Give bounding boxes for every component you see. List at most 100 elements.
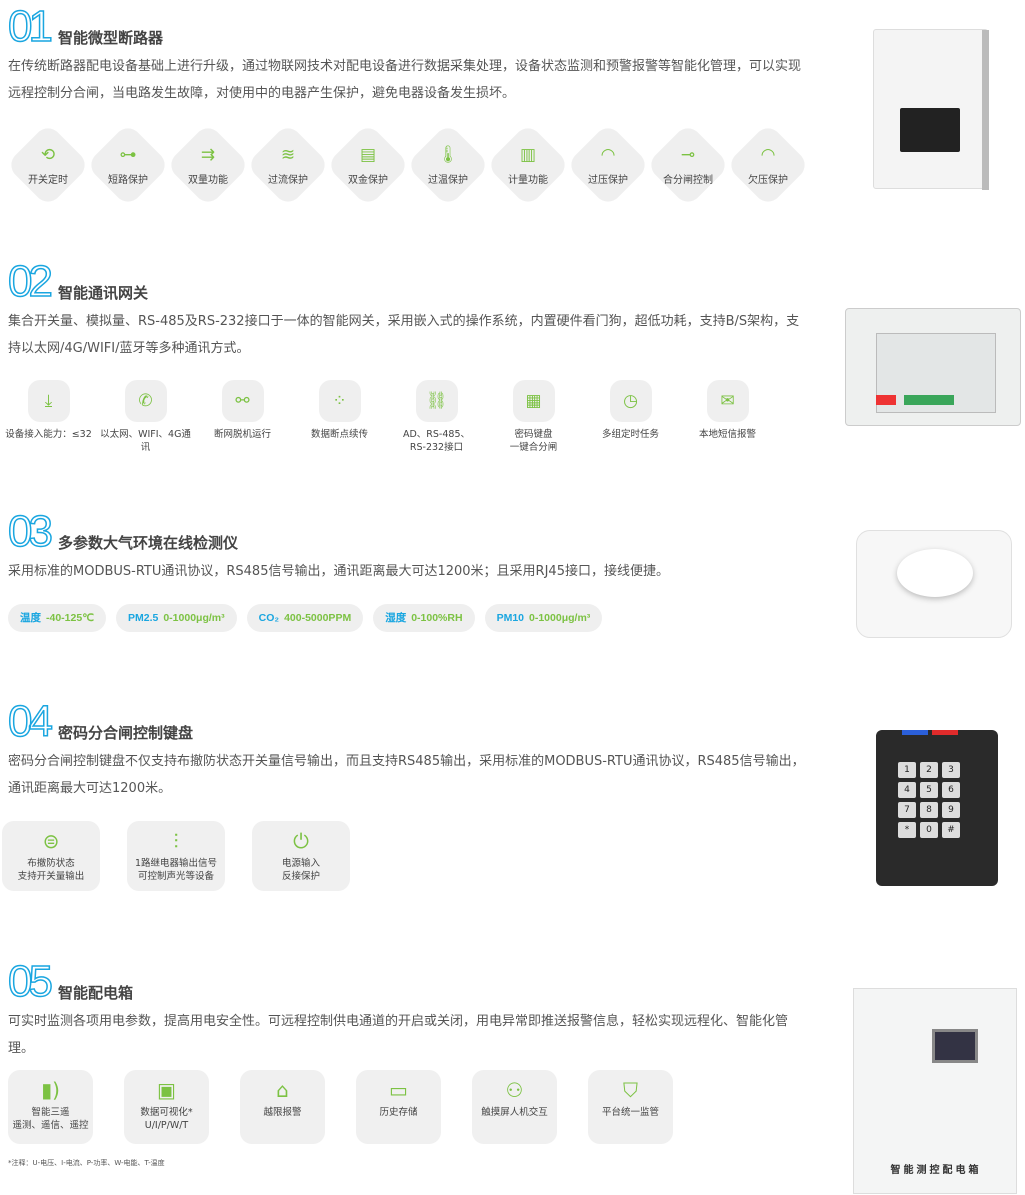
keypad-key: 8 — [920, 802, 938, 818]
envelope-icon: ✉ — [706, 380, 749, 422]
feature-label: 智能三遥 遥测、遥信、遥控 — [12, 1107, 89, 1131]
thermometer-icon: 🌡 — [437, 145, 459, 165]
alarm-light-icon: ⌂ — [276, 1078, 289, 1102]
spec-value: 400-5000PPM — [284, 612, 352, 624]
section-title: 密码分合闸控制键盘 — [58, 724, 194, 742]
feature-label: 双量功能 — [188, 175, 228, 186]
bimetal-icon: ▤ — [359, 145, 377, 165]
feature-label: 电源输入 反接保护 — [281, 858, 320, 882]
bar-chart-icon: ▥ — [519, 145, 537, 165]
keypad-key: 0 — [920, 822, 938, 838]
section-number: 01 — [7, 2, 53, 51]
feature-card: ▣ 数据可视化* U/I/P/W/T — [124, 1070, 209, 1144]
section-distribution-box: 05 智能配电箱 可实时监测各项用电参数，提高用电安全性。可远程控制供电通道的开… — [0, 959, 1025, 1195]
feature-item: ≋ 过流保护 — [248, 135, 328, 195]
section-desc: 采用标准的MODBUS-RTU通讯协议，RS485信号输出，通讯距离最大可达12… — [8, 564, 669, 579]
gauge-icon: ◠ — [600, 145, 616, 165]
feature-label: 布撤防状态 支持开关量输出 — [17, 858, 85, 882]
feature-item: ⤓ 设备接入能力：≤32 — [0, 380, 97, 441]
feature-card: ⚇ 触摸屏人机交互 — [472, 1070, 557, 1144]
feature-label: 触摸屏人机交互 — [481, 1107, 548, 1118]
section-desc: 密码分合闸控制键盘不仅支持布撤防状态开关量信号输出，而且支持RS485输出，采用… — [8, 754, 805, 796]
link-icon: ⛓ — [415, 380, 458, 422]
feature-card: ▮)智能三遥 遥测、遥信、遥控 — [8, 1070, 93, 1144]
sliders-icon: ⫶ — [173, 829, 179, 853]
feature-item: ⛓ AD、RS-485、 RS-232接口 — [388, 380, 485, 454]
feature-card: ⌂ 越限报警 — [240, 1070, 325, 1144]
feature-card: ⛉平台统一监管 — [588, 1070, 673, 1144]
feature-item: ▥ 计量功能 — [488, 135, 568, 195]
feature-item: ⊶ 短路保护 — [88, 135, 168, 195]
dots-line-icon: ⁘ — [318, 380, 361, 422]
feature-item: ✆ 以太网、WIFI、4G通讯 — [97, 380, 194, 454]
feature-item: ▤双金保护 — [328, 135, 408, 195]
feature-label: 过温保护 — [428, 175, 468, 186]
keypad-key: # — [942, 822, 960, 838]
gateway-image — [845, 308, 1021, 426]
keypad-key: 4 — [898, 782, 916, 798]
footnote: *注释：U-电压、I-电流、P-功率、W-电能、T-温度 — [8, 1159, 165, 1167]
feature-label: 合分闸控制 — [663, 175, 713, 186]
feature-item: ⊸ 合分闸控制 — [648, 135, 728, 195]
section-title: 多参数大气环境在线检测仪 — [58, 534, 239, 552]
spec-value: 0-100%RH — [411, 612, 463, 624]
storage-icon: ▭ — [389, 1078, 408, 1102]
feature-card: ▭ 历史存储 — [356, 1070, 441, 1144]
feature-label: 欠压保护 — [748, 175, 788, 186]
feature-item: ⚯断网脱机运行 — [194, 380, 291, 441]
feature-item: 🌡 过温保护 — [408, 135, 488, 195]
feature-label: 1路继电器输出信号 可控制声光等设备 — [134, 858, 218, 882]
breaker-image — [873, 29, 989, 190]
feature-label: AD、RS-485、 RS-232接口 — [402, 429, 470, 453]
feature-label: 过流保护 — [268, 175, 308, 186]
spec-value: 0-1000μg/m³ — [529, 612, 591, 624]
clock-n-icon: ◷ — [609, 380, 652, 422]
feature-item: ✉本地短信报警 — [679, 380, 776, 441]
feature-label: 断网脱机运行 — [213, 429, 271, 440]
feature-label: 开关定时 — [28, 175, 68, 186]
feature-label: 以太网、WIFI、4G通讯 — [100, 429, 191, 453]
feature-label: 平台统一监管 — [601, 1107, 659, 1118]
spec-key: 湿度 — [385, 612, 407, 624]
feature-item: ◠ 欠压保护 — [728, 135, 808, 195]
section-desc: 在传统断路器配电设备基础上进行升级，通过物联网技术对配电设备进行数据采集处理，设… — [8, 59, 802, 101]
keypad-icon: ▦ — [512, 380, 555, 422]
feature-item: ◠ 过压保护 — [568, 135, 648, 195]
overcurrent-wave-icon: ≋ — [280, 145, 296, 165]
section-title: 智能配电箱 — [58, 984, 134, 1002]
feature-item: ▦密码键盘 一键合分闸 — [485, 380, 582, 454]
monitor-chart-icon: ▣ — [157, 1078, 176, 1102]
keypad-key: * — [898, 822, 916, 838]
feature-label: 过压保护 — [588, 175, 628, 186]
feature-label: 越限报警 — [263, 1107, 302, 1118]
users-icon: ⚇ — [505, 1078, 524, 1102]
feature-label: 数据可视化* U/I/P/W/T — [140, 1107, 193, 1131]
short-circuit-icon: ⊶ — [119, 145, 137, 165]
feature-item: ⁘数据断点续传 — [291, 380, 388, 441]
section-desc: 可实时监测各项用电参数，提高用电安全性。可远程控制供电通道的开启或关闭，用电异常… — [8, 1014, 789, 1056]
section-number: 02 — [7, 257, 53, 306]
switch-icon: ⊸ — [680, 145, 696, 165]
section-number: 03 — [7, 507, 53, 556]
spec-value: 0-1000μg/m³ — [163, 612, 225, 624]
dual-arrow-icon: ⇉ — [200, 145, 216, 165]
keypad-key: 9 — [942, 802, 960, 818]
feature-label: 设备接入能力：≤32 — [5, 429, 92, 440]
power-plug-icon: ⏻ — [293, 829, 309, 853]
feature-item: ⟲开关定时 — [8, 135, 88, 195]
section-desc: 集合开关量、模拟量、RS-485及RS-232接口于一体的智能网关，采用嵌入式的… — [8, 314, 800, 356]
feature-label: 短路保护 — [108, 175, 148, 186]
feature-label: 历史存储 — [379, 1107, 418, 1118]
phone-icon: ✆ — [124, 380, 167, 422]
keypad-key: 6 — [942, 782, 960, 798]
download-32-icon: ⤓ — [27, 380, 70, 422]
gauge-low-icon: ◠ — [760, 145, 776, 165]
feature-label: 计量功能 — [508, 175, 548, 186]
section-title: 智能微型断路器 — [58, 29, 164, 47]
feature-item: ◷多组定时任务 — [582, 380, 679, 441]
keypad-key: 7 — [898, 802, 916, 818]
